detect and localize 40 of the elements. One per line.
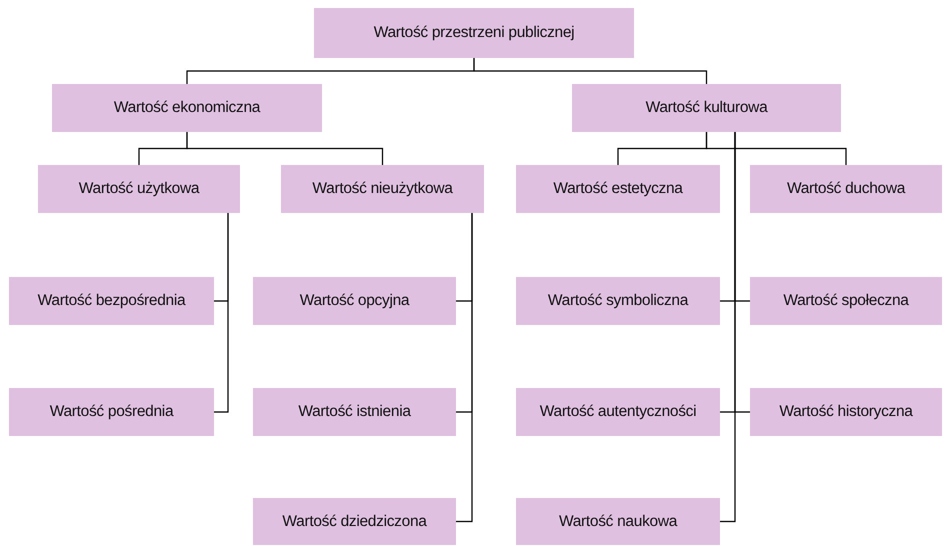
value-label: Wartość historyczna <box>779 403 913 421</box>
value-box <box>253 498 456 545</box>
connector-line <box>456 213 473 522</box>
value-box <box>38 165 240 213</box>
value-label: Wartość ekonomiczna <box>114 99 260 117</box>
value-label: Wartość nieużytkowa <box>312 180 453 198</box>
value-label: Wartość naukowa <box>558 512 678 530</box>
value-label: Wartość przestrzeni publicznej <box>374 24 574 42</box>
value-label: Wartość społeczna <box>783 292 909 310</box>
value-box <box>253 277 456 325</box>
value-box <box>9 277 214 325</box>
value-box <box>750 165 942 213</box>
value-box <box>281 165 484 213</box>
connector-line <box>186 132 384 165</box>
value-label: Wartość opcyjna <box>300 292 410 310</box>
value-box <box>52 84 322 132</box>
value-box <box>516 388 720 436</box>
value-label: Wartość użytkowa <box>78 180 200 198</box>
value-label: Wartość kulturowa <box>646 99 768 117</box>
connector-line <box>720 132 736 522</box>
connector-line <box>214 213 229 413</box>
value-box <box>572 84 841 132</box>
value-label: Wartość istnienia <box>298 403 411 421</box>
value-box <box>314 8 634 58</box>
value-label: Wartość bezpośrednia <box>38 292 186 310</box>
value-label: Wartość autentyczności <box>540 403 696 421</box>
connector-line <box>473 58 708 84</box>
value-box <box>253 388 456 436</box>
value-label: Wartość duchowa <box>786 180 906 198</box>
value-box <box>9 388 214 436</box>
value-label: Wartość dziedziczona <box>282 512 427 530</box>
connector-line <box>706 132 847 165</box>
value-box <box>750 388 942 436</box>
value-label: Wartość symboliczna <box>548 292 688 310</box>
value-box <box>516 277 720 325</box>
value-box <box>516 165 720 213</box>
value-box <box>516 498 720 545</box>
value-label: Wartość estetyczna <box>553 180 683 198</box>
value-box <box>750 277 942 325</box>
value-label: Wartość pośrednia <box>50 403 174 421</box>
